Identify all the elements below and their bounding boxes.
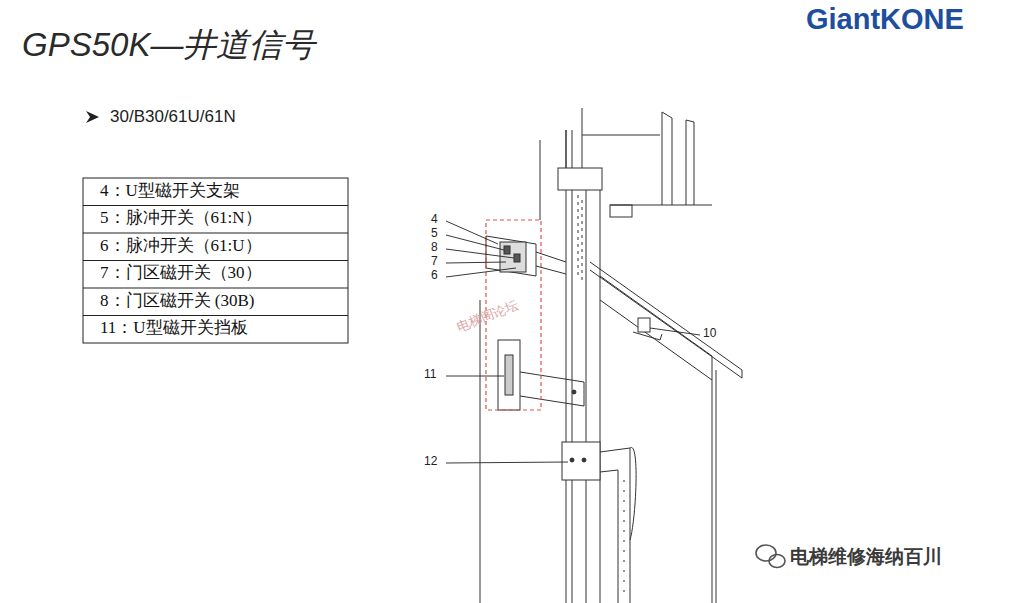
table-cell: 7：门区磁开关（30） [100,263,262,283]
table-cell: 6：脉冲开关（61:U） [100,236,262,256]
wechat-icon [756,545,785,568]
table-cell: 11：U型磁开关挡板 [100,318,248,338]
watermark: 电梯阁论坛 [455,298,521,336]
callout-number: 12 [424,455,437,469]
bullet-arrow [86,111,99,123]
table-cell: 5：脉冲开关（61:N） [100,208,262,228]
callout-number: 7 [431,255,438,269]
watermark: 电梯维修海纳百川 [790,546,942,568]
callout-number: 11 [424,368,436,382]
table-grid [83,178,348,343]
table-cell: 4：U型磁开关支架 [100,181,240,201]
table-cell: 8：门区磁开关 (30B) [100,291,254,311]
page-title: GPS50K—井道信号 [22,26,315,64]
callout-number: 6 [431,269,438,283]
callout-number: 4 [431,213,438,227]
callout-number: 8 [431,241,438,255]
company-logo: GiantKONE [806,3,964,36]
bullet-text: 30/B30/61U/61N [110,107,236,127]
shaft-lines [480,108,742,603]
leader-lines [446,221,700,463]
callout-number: 10 [703,327,716,341]
callout-number: 5 [431,227,438,241]
